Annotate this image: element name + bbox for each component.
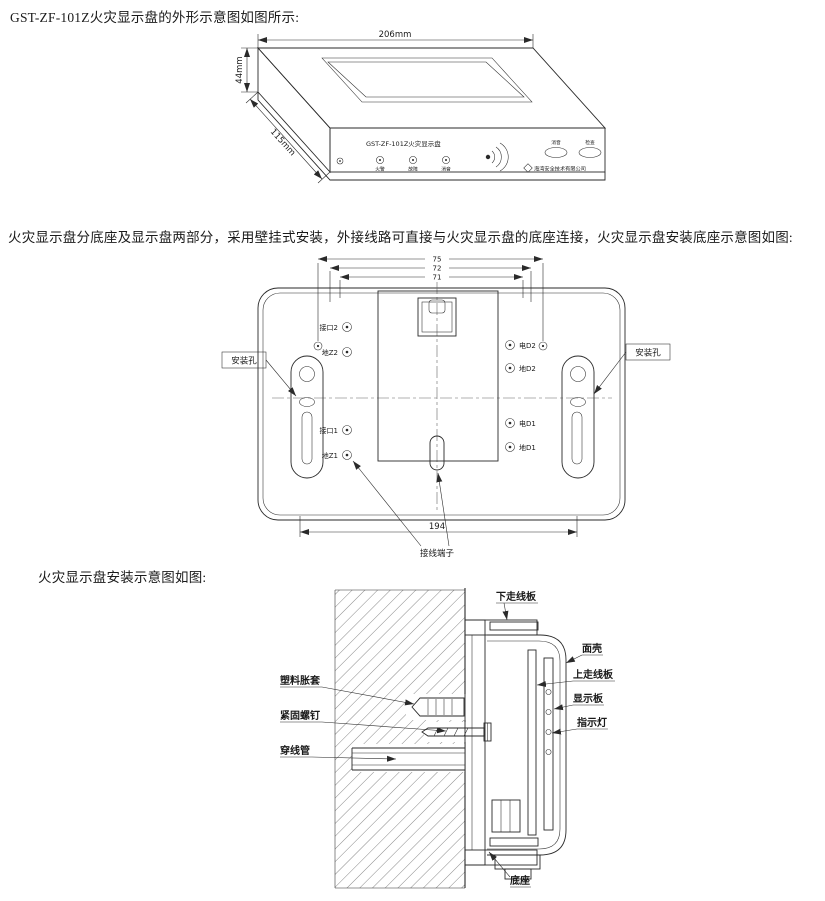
mute-button-label: 消音 (551, 139, 561, 146)
front-shell-label: 面壳 (582, 642, 602, 655)
conduit-label: 穿线管 (280, 744, 310, 757)
dims-top: 75 72 71 (313, 251, 548, 351)
screw-hole-left (313, 341, 323, 351)
paragraph-base-intro: 火灾显示盘分底座及显示盘两部分，采用壁挂式安装，外接线路可直接与火灾显示盘的底座… (8, 230, 793, 245)
wiring-clip (428, 299, 446, 314)
screw-label: 紧固螺钉 (280, 709, 320, 722)
terminals-right: 电D2 地D2 电D1 地D1 (505, 340, 536, 452)
indicator-label-fire: 火警 (375, 166, 385, 173)
terminal-block-label: 接线端子 (420, 548, 455, 559)
internal-boards (489, 621, 554, 880)
terminal-label: 地Z2 (322, 348, 338, 357)
dim-bottom: 194 (299, 516, 578, 537)
callout-lower-board: 下走线板 (496, 590, 538, 621)
dim-top-2: 72 (433, 265, 442, 273)
lower-board-label: 下走线板 (496, 590, 537, 603)
speaker-icon (485, 142, 509, 172)
dim-depth: 115mm (245, 91, 331, 184)
conduit (351, 744, 465, 772)
display-board (543, 657, 554, 831)
mount-slot-left (290, 355, 324, 479)
brand-text: 海湾安全技术有限公司 (534, 165, 586, 173)
indicator-label-mute: 消音 (441, 166, 451, 173)
mount-slot-right (561, 355, 595, 479)
plastic-anchor-label: 塑料胀套 (280, 674, 321, 687)
check-button: 检查 (578, 139, 602, 158)
upper-wiring-board (527, 649, 537, 836)
terminal-block (491, 799, 521, 833)
dim-depth-label: 115mm (268, 127, 297, 158)
indicator-leds (545, 689, 552, 755)
callout-conduit: 穿线管 (280, 744, 397, 762)
panel-3d-body (256, 46, 607, 181)
callout-base: 底座 (488, 851, 531, 888)
bottom-slot (429, 435, 445, 471)
mount-hole-right-label: 安装孔 (635, 348, 661, 359)
wiring-hole (417, 297, 457, 337)
dim-top-3: 71 (433, 274, 442, 282)
outline-diagram: 206mm 44mm 115mm GST-ZF-101Z火灾显示盘 火警 故障 … (235, 30, 607, 184)
indicator-lamp-fault: 故障 (408, 156, 418, 173)
plastic-anchor (406, 694, 466, 720)
dim-width-label: 206mm (379, 30, 412, 40)
display-window (321, 57, 533, 103)
screw-hole-right (538, 341, 548, 351)
indicator-lamp-mute: 消音 (441, 156, 451, 173)
base-diagram: 75 72 71 接口2 地Z2 接口1 地Z1 电D2 地D2 电D1 地D1 (221, 251, 671, 559)
check-button-label: 检查 (585, 139, 595, 146)
dim-height: 44mm (235, 47, 258, 93)
lower-wiring-board (489, 621, 539, 631)
terminal-label: 电D2 (519, 341, 536, 350)
paragraph-install-intro: 火灾显示盘安装示意图如图: (38, 570, 207, 585)
upper-board-label: 上走线板 (573, 668, 614, 681)
brand-row: 海湾安全技术有限公司 (523, 163, 586, 173)
install-diagram: 塑料胀套 紧固螺钉 穿线管 下走线板 面壳 上走线板 显示板 指示灯 底座 (280, 588, 615, 889)
indicator-lamp-fire: 火警 (375, 156, 385, 173)
indicator-lamp-label: 指示灯 (577, 716, 607, 729)
terminals-left: 接口2 地Z2 接口1 地Z1 (320, 322, 352, 460)
dim-bottom-label: 194 (429, 522, 445, 532)
paragraph-outline-intro: GST-ZF-101Z火灾显示盘的外形示意图如图所示: (10, 10, 300, 25)
center-cutout (377, 290, 499, 471)
mute-button: 消音 (544, 139, 568, 158)
terminal-label: 接口1 (320, 426, 338, 435)
callout-plastic-anchor: 塑料胀套 (280, 674, 415, 706)
callout-front-shell: 面壳 (565, 642, 603, 664)
front-shell (487, 634, 567, 856)
base-label: 底座 (510, 874, 530, 887)
mount-hole-callout-left: 安装孔 (221, 351, 297, 397)
terminal-label: 地D2 (519, 364, 536, 373)
dim-width: 206mm (257, 30, 534, 48)
terminal-label: 地Z1 (322, 451, 338, 460)
callout-screw: 紧固螺钉 (280, 709, 447, 734)
dim-height-label: 44mm (235, 56, 245, 83)
mount-hole-left-label: 安装孔 (231, 356, 257, 367)
callout-display-board: 显示板 (553, 692, 604, 711)
base-plate-outline (257, 287, 626, 521)
panel-title: GST-ZF-101Z火灾显示盘 (366, 139, 441, 148)
display-board-label: 显示板 (573, 692, 604, 705)
callout-indicator: 指示灯 (551, 716, 608, 735)
brand-logo-icon (523, 163, 533, 173)
terminal-label: 接口2 (320, 323, 338, 332)
terminal-callout: 接线端子 (352, 460, 455, 559)
screw-hole-icon (336, 157, 344, 165)
panel-front-face: GST-ZF-101Z火灾显示盘 火警 故障 消音 消音 检查 (336, 139, 602, 173)
terminal-label: 电D1 (519, 419, 536, 428)
terminal-label: 地D1 (519, 443, 536, 452)
indicator-label-fault: 故障 (408, 166, 418, 173)
dim-top-1: 75 (433, 256, 442, 264)
mount-hole-callout-right: 安装孔 (593, 343, 671, 395)
fastening-screw (421, 722, 492, 742)
callout-upper-board: 上走线板 (536, 668, 615, 687)
